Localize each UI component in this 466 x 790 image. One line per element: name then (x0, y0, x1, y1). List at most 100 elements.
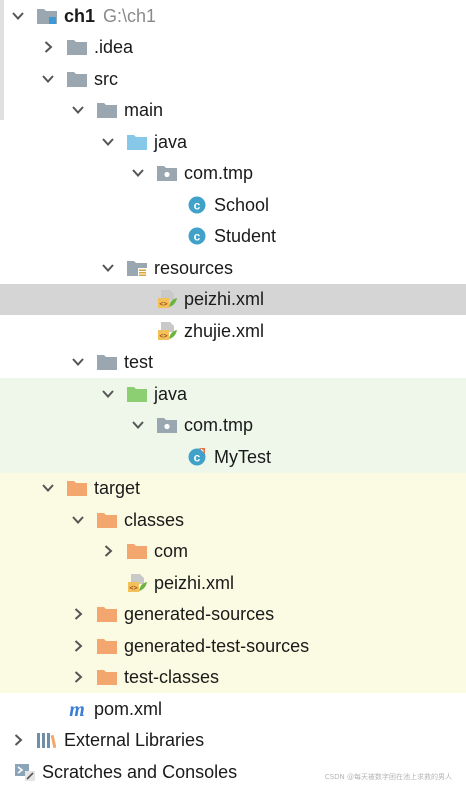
package-icon (156, 415, 178, 435)
resources-folder-icon (126, 258, 148, 278)
tree-row-mytest[interactable]: c MyTest (0, 441, 466, 473)
classes-peizhi-label: peizhi.xml (154, 572, 235, 593)
test-classes-label: test-classes (124, 667, 220, 688)
excluded-folder-icon (96, 510, 118, 530)
target-label: target (94, 478, 141, 499)
root-path: G:\ch1 (103, 5, 157, 26)
chevron-down-icon[interactable] (38, 69, 58, 89)
test-java-label: java (154, 383, 188, 404)
external-libraries-label: External Libraries (64, 730, 205, 751)
peizhi-label: peizhi.xml (184, 289, 265, 310)
chevron-right-icon[interactable] (68, 604, 88, 624)
spring-xml-icon: <> (126, 573, 148, 593)
source-folder-icon (126, 132, 148, 152)
pom-label: pom.xml (94, 698, 163, 719)
chevron-right-icon[interactable] (98, 541, 118, 561)
student-label: Student (214, 226, 277, 247)
svg-text:c: c (194, 450, 201, 464)
test-package-label: com.tmp (184, 415, 254, 436)
root-name: ch1 (64, 5, 96, 26)
tree-row-ch1[interactable]: ch1 G:\ch1 (0, 0, 466, 32)
chevron-down-icon[interactable] (68, 352, 88, 372)
chevron-down-icon[interactable] (98, 384, 118, 404)
watermark: CSDN @每天被数字困在池上求救的男人 (324, 773, 452, 781)
chevron-right-icon[interactable] (68, 667, 88, 687)
tree-row-test-java[interactable]: java (0, 378, 466, 410)
chevron-right-icon[interactable] (38, 37, 58, 57)
excluded-folder-icon (96, 636, 118, 656)
svg-text:<>: <> (129, 584, 137, 592)
class-icon: c (186, 226, 208, 246)
main-java-label: java (154, 131, 188, 152)
tree-row-generated-test-sources[interactable]: generated-test-sources (0, 630, 466, 662)
tree-row-main-java[interactable]: java (0, 126, 466, 158)
tree-row-resources[interactable]: resources (0, 252, 466, 284)
tree-row-generated-sources[interactable]: generated-sources (0, 598, 466, 630)
tree-row-target[interactable]: target (0, 472, 466, 504)
tree-row-student[interactable]: c Student (0, 221, 466, 253)
chevron-down-icon[interactable] (128, 415, 148, 435)
tree-row-pom[interactable]: m pom.xml (0, 693, 466, 725)
chevron-down-icon[interactable] (38, 478, 58, 498)
svg-text:<>: <> (159, 332, 167, 340)
tree-row-peizhi[interactable]: <> peizhi.xml (0, 283, 466, 315)
scrollbar[interactable] (0, 0, 4, 120)
test-class-icon: c (186, 447, 208, 467)
main-package-label: com.tmp (184, 163, 254, 184)
chevron-right-icon[interactable] (68, 636, 88, 656)
svg-text:c: c (194, 198, 201, 212)
tree-row-com[interactable]: com (0, 535, 466, 567)
src-label: src (94, 68, 118, 89)
excluded-folder-icon (96, 604, 118, 624)
tree-row-test-package[interactable]: com.tmp (0, 409, 466, 441)
excluded-folder-icon (96, 667, 118, 687)
tree-row-classes[interactable]: classes (0, 504, 466, 536)
com-label: com (154, 541, 189, 562)
folder-icon (66, 37, 88, 57)
spring-xml-icon: <> (156, 289, 178, 309)
tree-row-main-package[interactable]: com.tmp (0, 158, 466, 190)
tree-row-scratches[interactable]: Scratches and Consoles (0, 756, 466, 788)
library-icon (36, 730, 58, 750)
tree-row-src[interactable]: src (0, 63, 466, 95)
tree-row-classes-peizhi[interactable]: <> peizhi.xml (0, 567, 466, 599)
spring-xml-icon: <> (156, 321, 178, 341)
chevron-down-icon[interactable] (68, 510, 88, 530)
scratches-label: Scratches and Consoles (42, 761, 238, 782)
mytest-label: MyTest (214, 446, 272, 467)
tree-row-school[interactable]: c School (0, 189, 466, 221)
idea-label: .idea (94, 37, 134, 58)
class-icon: c (186, 195, 208, 215)
classes-label: classes (124, 509, 185, 530)
svg-text:<>: <> (159, 300, 167, 308)
resources-label: resources (154, 257, 234, 278)
tree-row-test-classes[interactable]: test-classes (0, 661, 466, 693)
excluded-folder-icon (126, 541, 148, 561)
chevron-down-icon[interactable] (98, 258, 118, 278)
tree-row-test[interactable]: test (0, 347, 466, 379)
tree-row-external-libraries[interactable]: External Libraries (0, 725, 466, 757)
scratches-icon (14, 762, 36, 782)
folder-icon (66, 69, 88, 89)
chevron-down-icon[interactable] (8, 6, 28, 26)
tree-row-main[interactable]: main (0, 95, 466, 127)
folder-icon (96, 352, 118, 372)
test-label: test (124, 352, 154, 373)
tree-row-zhujie[interactable]: <> zhujie.xml (0, 315, 466, 347)
folder-icon (96, 100, 118, 120)
excluded-folder-icon (66, 478, 88, 498)
chevron-down-icon[interactable] (68, 100, 88, 120)
svg-text:c: c (194, 230, 201, 244)
package-icon (156, 163, 178, 183)
maven-icon: m (66, 699, 88, 719)
module-folder-icon (36, 6, 58, 26)
chevron-down-icon[interactable] (98, 132, 118, 152)
chevron-right-icon[interactable] (8, 730, 28, 750)
school-label: School (214, 194, 270, 215)
chevron-down-icon[interactable] (128, 163, 148, 183)
tree-row-idea[interactable]: .idea (0, 32, 466, 64)
svg-text:m: m (69, 699, 85, 719)
test-source-folder-icon (126, 384, 148, 404)
generated-test-sources-label: generated-test-sources (124, 635, 310, 656)
